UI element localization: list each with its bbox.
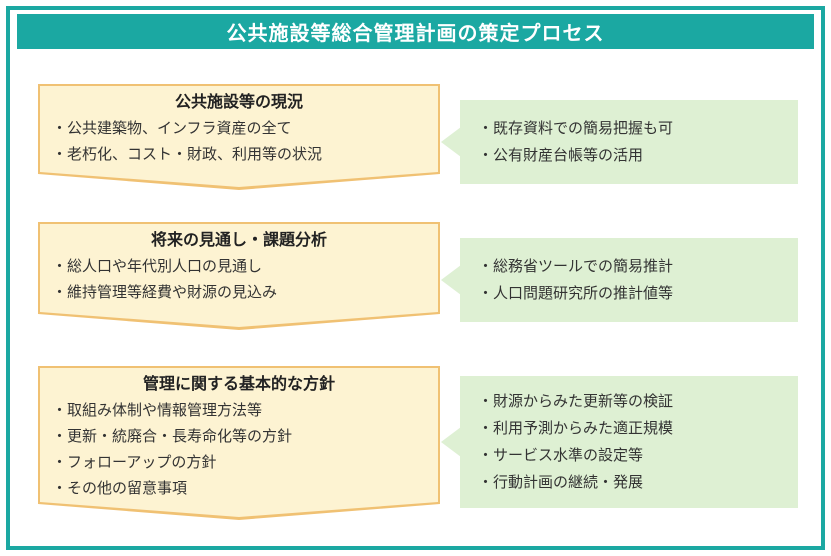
step-title: 管理に関する基本的な方針 [142, 376, 335, 393]
note-content: ・財源からみた更新等の検証 ・利用予測からみた適正規模 ・サービス水準の設定等 … [460, 376, 798, 508]
step-arrow-fill [40, 86, 438, 187]
step-box-future-outlook: 将来の見通し・課題分析 ・総人口や年代別人口の見通し ・維持管理等経費や財源の見… [38, 222, 440, 330]
title-bar: 公共施設等総合管理計画の策定プロセス [17, 14, 814, 49]
bullet-line: ・その他の留意事項 [52, 480, 188, 497]
page-title: 公共施設等総合管理計画の策定プロセス [226, 23, 605, 45]
bullet-line: ・人口問題研究所の推計値等 [478, 285, 674, 302]
callout-arrow-left-icon [441, 427, 461, 457]
bullet-line: ・維持管理等経費や財源の見込み [52, 284, 278, 301]
bullet-line: ・更新・統廃合・長寿命化等の方針 [52, 428, 293, 445]
step-arrow-fill [40, 224, 438, 327]
bullet-line: ・行動計画の継続・発展 [478, 474, 644, 491]
bullet-line: ・サービス水準の設定等 [478, 447, 644, 464]
step-arrow-fill [40, 368, 438, 517]
bullet-line: ・総人口や年代別人口の見通し [52, 258, 263, 275]
bullet-line: ・フォローアップの方針 [52, 454, 217, 471]
step-content: 公共施設等の現況 ・公共建築物、インフラ資産の全て ・老朽化、コスト・財政、利用… [38, 84, 440, 168]
note-box-future-outlook: ・総務省ツールでの簡易推計 ・人口問題研究所の推計値等 [441, 238, 798, 322]
note-content: ・総務省ツールでの簡易推計 ・人口問題研究所の推計値等 [460, 238, 798, 322]
step-content: 将来の見通し・課題分析 ・総人口や年代別人口の見通し ・維持管理等経費や財源の見… [38, 222, 440, 306]
step-box-basic-policy: 管理に関する基本的な方針 ・取組み体制や情報管理方法等 ・更新・統廃合・長寿命化… [38, 366, 440, 520]
bullet-line: ・総務省ツールでの簡易推計 [478, 258, 674, 275]
note-box-current-status: ・既存資料での簡易把握も可 ・公有財産台帳等の活用 [441, 100, 798, 184]
bullet-line: ・既存資料での簡易把握も可 [478, 120, 674, 137]
note-content: ・既存資料での簡易把握も可 ・公有財産台帳等の活用 [460, 100, 798, 184]
bullet-line: ・老朽化、コスト・財政、利用等の状況 [52, 146, 323, 163]
bullet-line: ・取組み体制や情報管理方法等 [52, 402, 263, 419]
bullet-line: ・財源からみた更新等の検証 [478, 393, 674, 410]
step-content: 管理に関する基本的な方針 ・取組み体制や情報管理方法等 ・更新・統廃合・長寿命化… [38, 366, 440, 502]
bullet-line: ・利用予測からみた適正規模 [478, 420, 674, 437]
step-box-current-status: 公共施設等の現況 ・公共建築物、インフラ資産の全て ・老朽化、コスト・財政、利用… [38, 84, 440, 190]
step-title: 公共施設等の現況 [174, 94, 303, 111]
step-title: 将来の見通し・課題分析 [150, 232, 327, 249]
note-box-basic-policy: ・財源からみた更新等の検証 ・利用予測からみた適正規模 ・サービス水準の設定等 … [441, 376, 798, 508]
bullet-line: ・公共建築物、インフラ資産の全て [52, 120, 292, 137]
bullet-line: ・公有財産台帳等の活用 [478, 147, 644, 164]
callout-arrow-left-icon [441, 265, 461, 295]
callout-arrow-left-icon [441, 127, 461, 157]
